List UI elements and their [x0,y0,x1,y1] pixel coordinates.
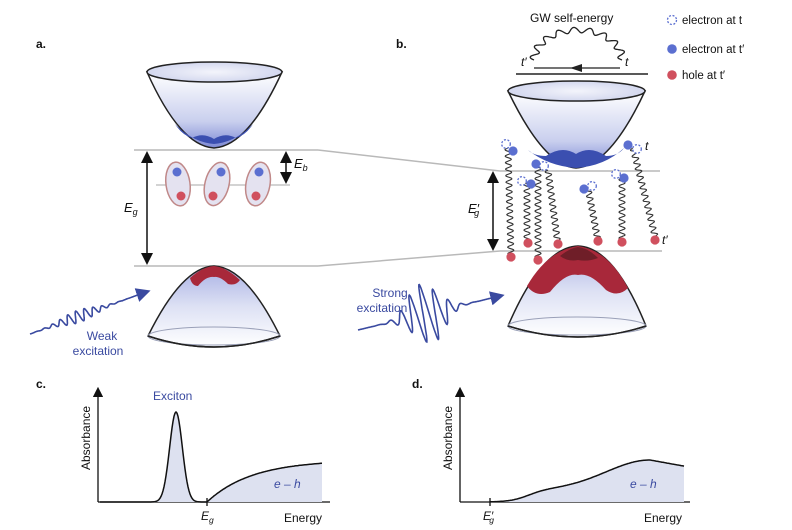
gw-wavy-line [529,26,626,61]
conduction-band-b [506,80,647,169]
interaction-line [504,147,515,258]
c-ylabel: Absorbance [79,406,93,470]
electron-at-t-prime [579,184,589,194]
panel-c: Absorbance Energy Eg Exciton e – h [79,386,330,525]
electron-at-t-prime [619,173,629,183]
c-exciton-label: Exciton [153,389,192,403]
d-spectrum-fill [490,460,684,502]
d-xlabel: Energy [644,511,682,525]
hole-at-t-prime [593,236,603,246]
d-ylabel: Absorbance [441,406,455,470]
hole-at-t-prime [617,237,627,247]
weak-label-1: Weak [87,329,118,343]
c-xlabel: Energy [284,511,322,525]
gw-t: t [625,55,629,69]
electron-at-t [587,181,597,191]
electron-at-t-prime [526,179,536,189]
interaction-line [523,182,531,244]
connector-upper [317,149,501,172]
panel-c-label: c. [36,377,46,391]
legend-hole-tp: hole at t′ [682,70,725,82]
hole-at-t-prime [506,252,516,262]
electron-at-t [517,176,527,186]
panel-b-label: b. [396,37,407,51]
exciton-1 [164,161,192,207]
gw-title: GW self-energy [530,11,613,25]
d-spectrum-line [490,459,685,503]
weak-label-2: excitation [73,344,124,358]
hole-at-t-prime [650,235,660,245]
legend-electron-tp-icon [667,44,677,54]
electron-at-t [539,161,549,171]
legend: electron at t electron at t′ hole at t′ [666,14,744,82]
weak-excitation-wave [29,288,151,335]
panel-d: Absorbance Energy E′g e – h [441,386,690,525]
conduction-band-a [145,61,284,149]
electron-at-t [632,144,642,154]
interaction-line [629,147,659,241]
egp-label-b: E′g [468,201,480,218]
c-eh-label: e – h [274,477,301,491]
hole-at-t-prime [533,255,543,265]
legend-hole-icon [667,70,677,80]
legend-electron-t: electron at t [682,15,743,27]
panel-a: Eg Eb Weak excitation [29,61,318,358]
hole-at-t-prime [553,239,563,249]
electron-at-t-prime [508,146,518,156]
d-eg-label: E′g [483,509,494,525]
electron-at-t [611,169,621,179]
strong-excitation-wave [357,283,505,344]
panel-b: GW self-energy t′ t electron at t electr… [357,11,744,344]
gw-t-prime: t′ [521,55,527,69]
d-eh-label: e – h [630,477,657,491]
interaction-line [534,163,542,261]
carriers [501,139,660,265]
legend-electron-t-icon [666,14,678,26]
electron-at-t [501,139,511,149]
exciton-3 [244,161,272,207]
carrier-tp-label: t′ [662,233,668,247]
carrier-t-label: t [645,139,649,153]
interaction-line [584,187,601,242]
panel-a-label: a. [36,37,46,51]
c-eg-label: Eg [201,509,214,525]
strong-label-2: excitation [357,301,408,315]
exciton-2 [203,161,231,207]
valence-band-a [146,265,282,348]
hole-at-t-prime [523,238,533,248]
electron-at-t-prime [623,140,633,150]
panel-d-label: d. [412,377,423,391]
legend-electron-tp: electron at t′ [682,44,744,56]
electron-at-t-prime [531,159,541,169]
interaction-line [544,169,561,246]
strong-label-1: Strong [372,286,407,300]
interaction-line [618,177,626,243]
eb-label-a: Eb [294,156,308,173]
c-spectrum-line [100,410,322,503]
c-spectrum-fill [100,412,322,502]
connector-lower [317,250,501,267]
eg-label-a: Eg [124,200,138,217]
valence-band-b [506,245,647,338]
